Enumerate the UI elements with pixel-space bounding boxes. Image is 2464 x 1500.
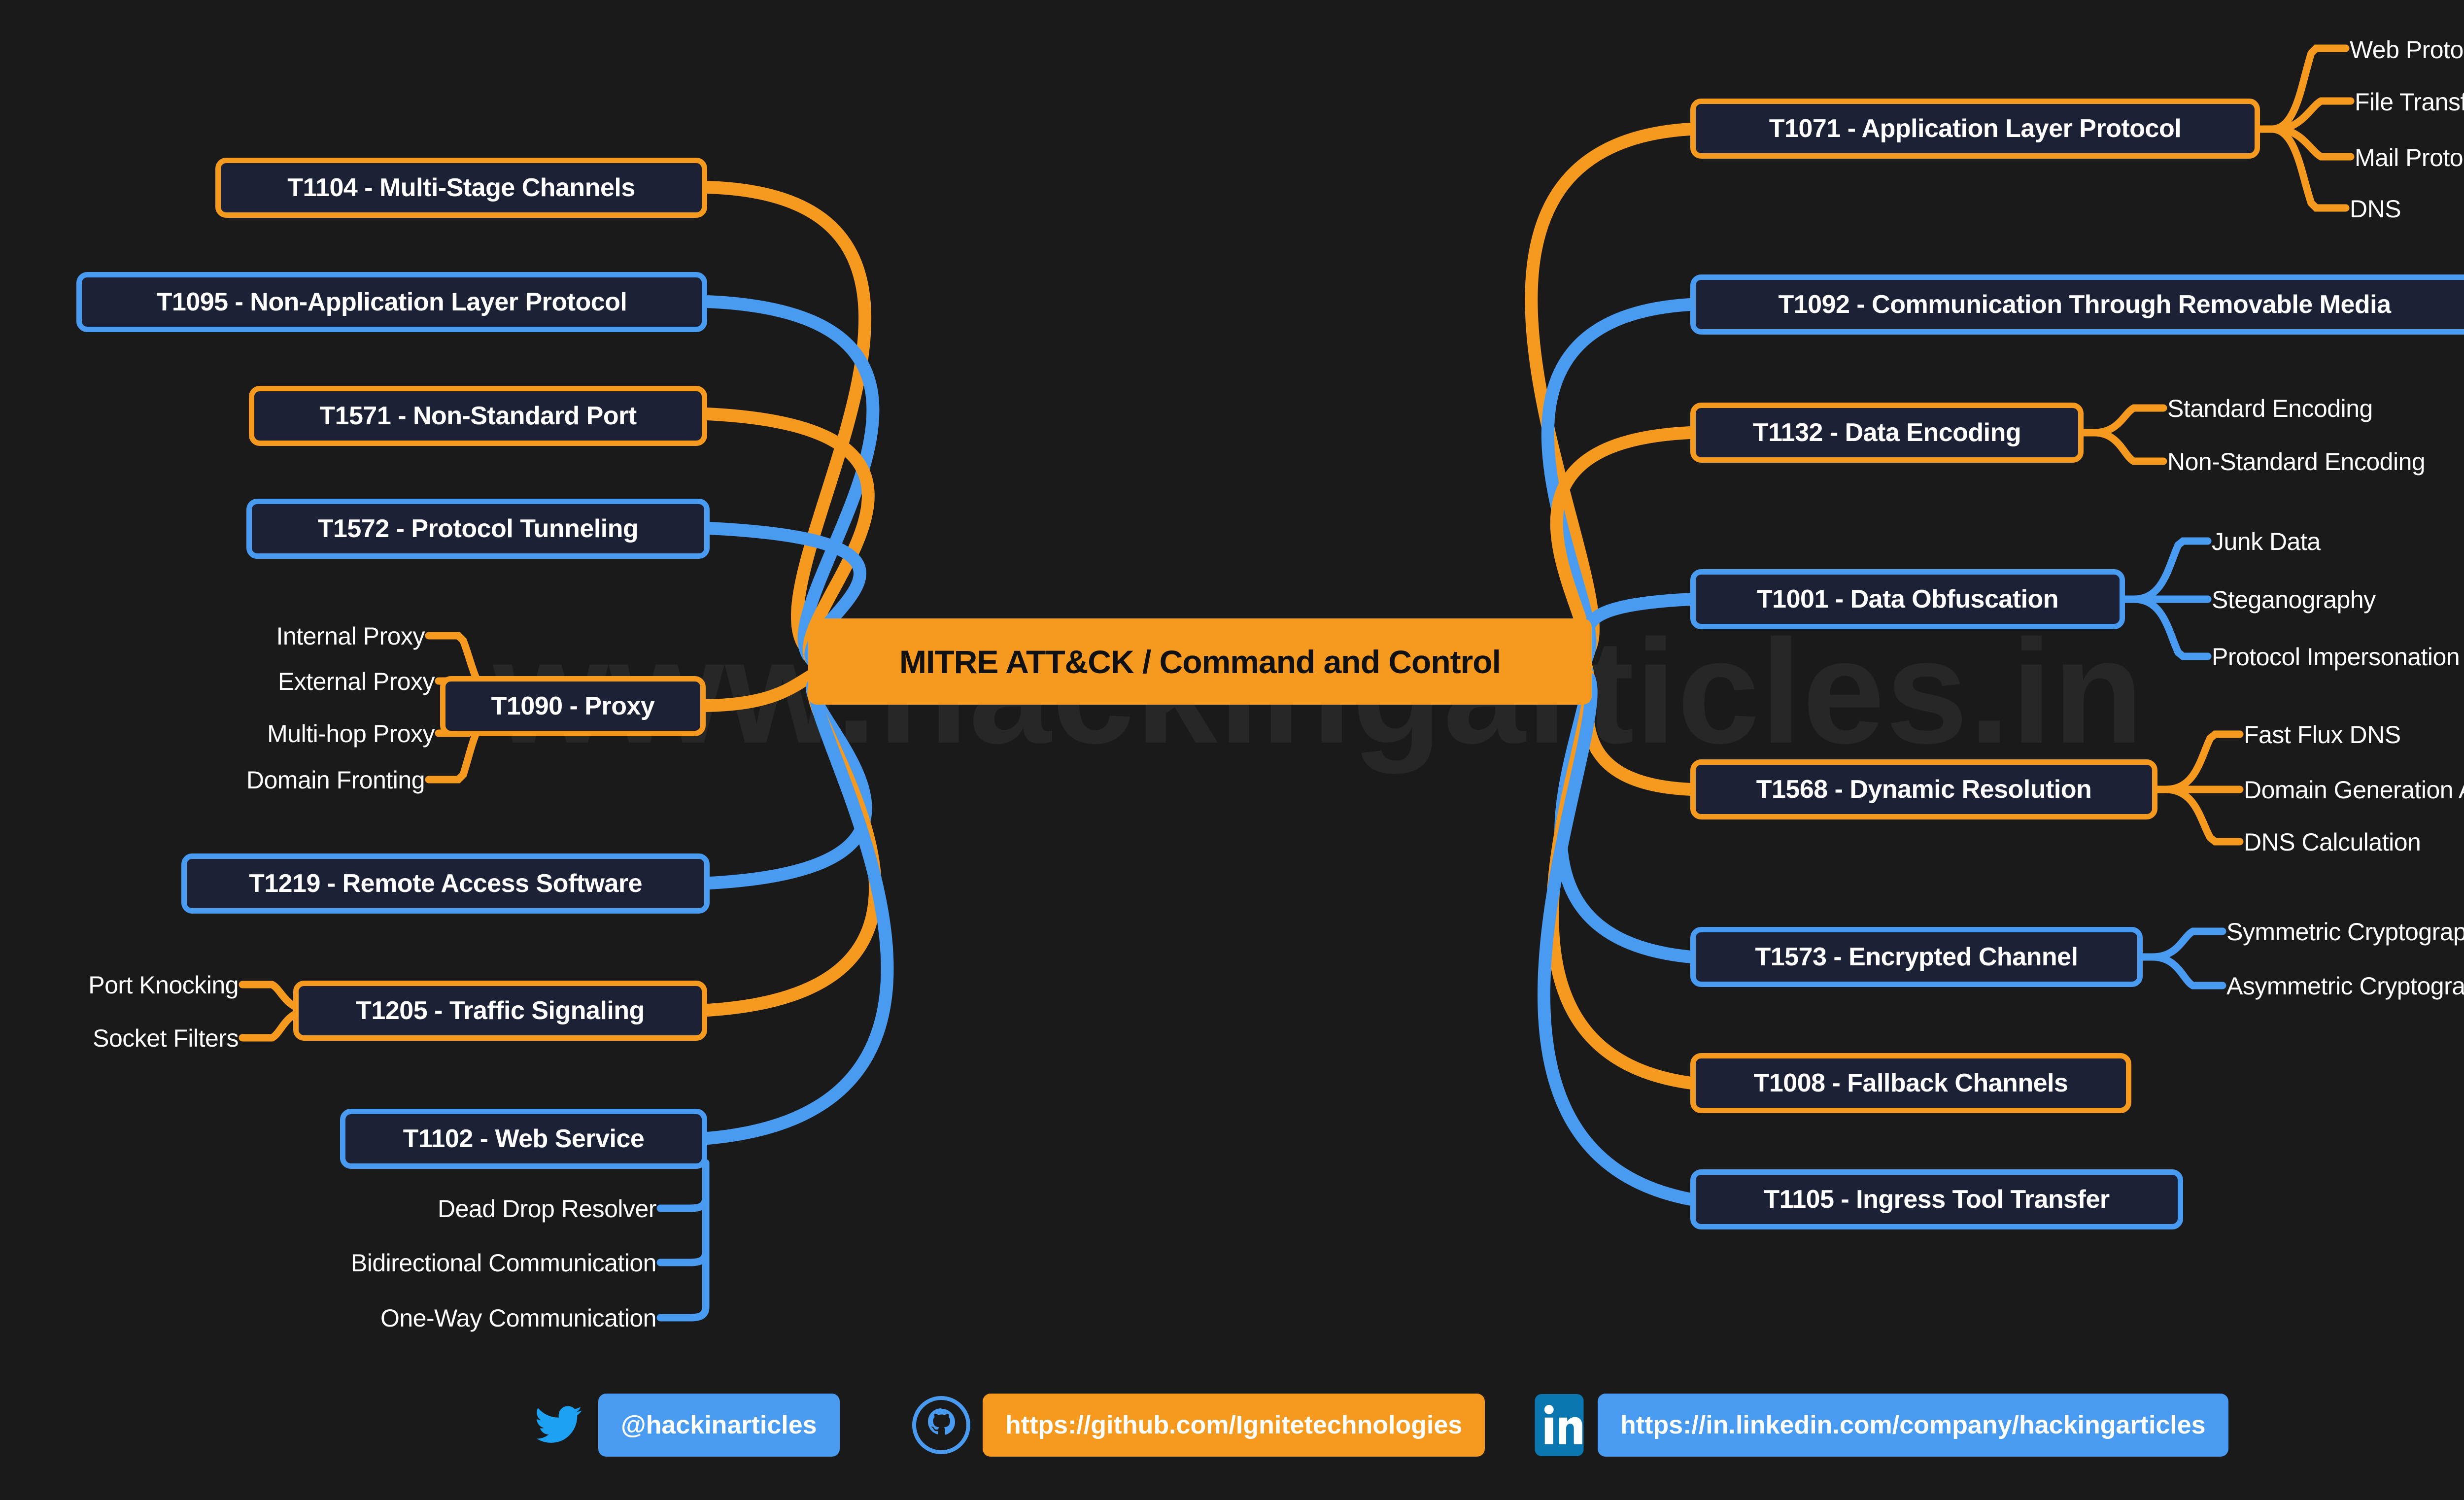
node-t1102-label: T1102 - Web Service bbox=[403, 1125, 645, 1153]
node-t1205-label: T1205 - Traffic Signaling bbox=[356, 996, 645, 1025]
node-t1008[interactable]: T1008 - Fallback Channels bbox=[1690, 1053, 2131, 1113]
linkedin-in-icon bbox=[1533, 1394, 1586, 1457]
node-t1219[interactable]: T1219 - Remote Access Software bbox=[181, 853, 710, 914]
root-node[interactable]: MITRE ATT&CK / Command and Control bbox=[808, 618, 1592, 705]
node-t1573[interactable]: T1573 - Encrypted Channel bbox=[1690, 927, 2143, 987]
node-t1105-label: T1105 - Ingress Tool Transfer bbox=[1764, 1185, 2110, 1214]
leaf-dns-calculation: DNS Calculation bbox=[2244, 828, 2421, 856]
node-t1571[interactable]: T1571 - Non-Standard Port bbox=[249, 386, 707, 446]
node-t1132[interactable]: T1132 - Data Encoding bbox=[1690, 403, 2084, 463]
leaf-bidirectional-communication: Bidirectional Communication bbox=[350, 1249, 657, 1277]
twitter-handle-pill[interactable]: @hackinarticles bbox=[598, 1394, 840, 1457]
node-t1568-label: T1568 - Dynamic Resolution bbox=[1756, 775, 2092, 804]
leaf-multi-hop-proxy: Multi-hop Proxy bbox=[267, 720, 435, 748]
leaf-socket-filters: Socket Filters bbox=[93, 1024, 239, 1052]
node-t1104-label: T1104 - Multi-Stage Channels bbox=[287, 173, 635, 202]
node-t1001-label: T1001 - Data Obfuscation bbox=[1756, 585, 2059, 614]
node-t1071[interactable]: T1071 - Application Layer Protocol bbox=[1690, 99, 2260, 159]
leaf-standard-encoding: Standard Encoding bbox=[2167, 395, 2373, 422]
linkedin-url-pill[interactable]: https://in.linkedin.com/company/hackinga… bbox=[1598, 1394, 2228, 1457]
twitter-bird-icon bbox=[532, 1400, 586, 1450]
leaf-domain-fronting: Domain Fronting bbox=[246, 766, 425, 794]
node-t1205[interactable]: T1205 - Traffic Signaling bbox=[293, 981, 707, 1041]
linkedin-url: https://in.linkedin.com/company/hackinga… bbox=[1620, 1411, 2206, 1439]
node-t1572-label: T1572 - Protocol Tunneling bbox=[317, 514, 639, 543]
leaf-steganography: Steganography bbox=[2212, 586, 2376, 614]
node-t1008-label: T1008 - Fallback Channels bbox=[1753, 1069, 2068, 1097]
leaf-domain-generation-algorithms: Domain Generation Algorithms bbox=[2244, 776, 2464, 804]
node-t1573-label: T1573 - Encrypted Channel bbox=[1755, 943, 2078, 971]
github-url-pill[interactable]: https://github.com/Ignitetechnologies bbox=[983, 1394, 1485, 1457]
footer-social-bar: @hackinarticles https://github.com/Ignit… bbox=[0, 1380, 2464, 1473]
node-t1104[interactable]: T1104 - Multi-Stage Channels bbox=[215, 158, 707, 218]
leaf-dead-drop-resolver: Dead Drop Resolver bbox=[438, 1195, 656, 1223]
node-t1092[interactable]: T1092 - Communication Through Removable … bbox=[1690, 274, 2464, 335]
twitter-handle: @hackinarticles bbox=[621, 1411, 817, 1439]
leaf-file-transfer-protocols: File Transfer Protocols bbox=[2355, 88, 2464, 116]
node-t1090-label: T1090 - Proxy bbox=[491, 692, 655, 720]
leaf-external-proxy: External Proxy bbox=[277, 668, 435, 695]
leaf-non-standard-encoding: Non-Standard Encoding bbox=[2167, 448, 2426, 476]
node-t1095[interactable]: T1095 - Non-Application Layer Protocol bbox=[76, 272, 707, 332]
leaf-one-way-communication: One-Way Communication bbox=[380, 1304, 657, 1332]
node-t1095-label: T1095 - Non-Application Layer Protocol bbox=[156, 288, 627, 316]
github-url: https://github.com/Ignitetechnologies bbox=[1005, 1411, 1463, 1439]
node-t1090[interactable]: T1090 - Proxy bbox=[440, 676, 706, 736]
node-t1132-label: T1132 - Data Encoding bbox=[1752, 418, 2021, 447]
github-link[interactable]: https://github.com/Ignitetechnologies bbox=[912, 1394, 1485, 1457]
leaf-dns: DNS bbox=[2350, 195, 2401, 223]
leaf-asymmetric-cryptography: Asymmetric Cryptography bbox=[2226, 972, 2464, 1000]
leaf-junk-data: Junk Data bbox=[2212, 528, 2321, 555]
linkedin-link[interactable]: https://in.linkedin.com/company/hackinga… bbox=[1533, 1394, 2228, 1457]
node-t1219-label: T1219 - Remote Access Software bbox=[248, 869, 643, 898]
twitter-link[interactable]: @hackinarticles bbox=[532, 1394, 840, 1457]
github-octocat-icon bbox=[912, 1394, 971, 1457]
node-t1102[interactable]: T1102 - Web Service bbox=[340, 1109, 707, 1169]
node-t1071-label: T1071 - Application Layer Protocol bbox=[1769, 114, 2182, 143]
node-t1001[interactable]: T1001 - Data Obfuscation bbox=[1690, 569, 2125, 629]
node-t1092-label: T1092 - Communication Through Removable … bbox=[1778, 290, 2391, 319]
node-t1105[interactable]: T1105 - Ingress Tool Transfer bbox=[1690, 1169, 2183, 1229]
leaf-web-protocols: Web Protocols bbox=[2350, 36, 2464, 64]
leaf-protocol-impersonation: Protocol Impersonation bbox=[2212, 643, 2460, 671]
leaf-symmetric-cryptography: Symmetric Cryptography bbox=[2226, 918, 2464, 946]
node-t1572[interactable]: T1572 - Protocol Tunneling bbox=[246, 499, 710, 559]
leaf-mail-protocols: Mail Protocols bbox=[2355, 144, 2464, 171]
node-t1571-label: T1571 - Non-Standard Port bbox=[319, 402, 637, 430]
leaf-fast-flux-dns: Fast Flux DNS bbox=[2244, 721, 2401, 749]
leaf-port-knocking: Port Knocking bbox=[88, 971, 239, 999]
root-node-label: MITRE ATT&CK / Command and Control bbox=[899, 643, 1501, 680]
node-t1568[interactable]: T1568 - Dynamic Resolution bbox=[1690, 759, 2157, 819]
leaf-internal-proxy: Internal Proxy bbox=[276, 622, 425, 650]
